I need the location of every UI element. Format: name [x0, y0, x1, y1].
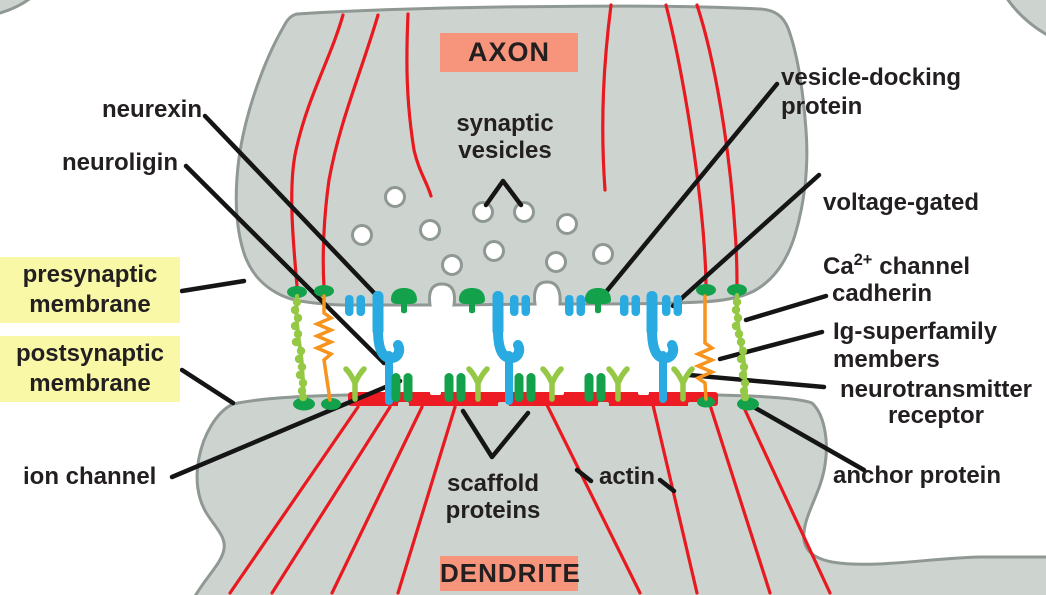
synaptic-vesicle [592, 243, 614, 265]
neurotransmitter-receptors [343, 366, 695, 402]
synaptic-vesicle [441, 254, 463, 276]
vesicle-docking-protein-shape [459, 288, 485, 314]
leader-synaptic-vesicles [483, 178, 524, 208]
corner-cell-top-right [1006, 0, 1046, 36]
neurexin-protein [492, 291, 504, 336]
postsynaptic-membrane-label: postsynaptic membrane [0, 336, 180, 402]
dendrite [194, 393, 1046, 595]
ion-channel-shape [514, 373, 536, 402]
neurexin-protein [372, 291, 384, 336]
axon-actin-filaments [290, 3, 739, 289]
ca-channel [620, 295, 640, 316]
ca-channel [662, 295, 682, 316]
actin-label: actin [598, 463, 655, 490]
axon-label: AXON [440, 33, 578, 72]
neurotransmitter-receptor-shape [540, 366, 564, 402]
synaptic-vesicle [351, 224, 373, 246]
leader-actin-right-dash [657, 477, 677, 494]
leader-neurotransmitter-receptor [686, 372, 827, 390]
neurexin-label: neurexin [101, 96, 202, 123]
ca-charge-superscript: 2+ [853, 251, 873, 269]
synaptic-vesicle [483, 240, 505, 262]
corner-cell-top-left [0, 0, 31, 15]
leader-vesicle-docking [598, 81, 780, 301]
vesicle-docking-protein-label: vesicle-docking protein [781, 64, 962, 120]
ca-symbol: Ca [823, 253, 854, 280]
leader-ig-superfamily [717, 329, 825, 362]
ca-channel [345, 295, 365, 316]
leader-presynaptic-membrane [179, 278, 247, 294]
leader-neurexin [202, 113, 381, 300]
leader-scaffold-proteins [460, 408, 531, 460]
synaptic-vesicle [419, 219, 441, 241]
anchor-protein-ellipse [287, 286, 307, 298]
leader-actin-left-dash [574, 467, 594, 484]
dendrite-label: DENDRITE [440, 556, 580, 591]
synaptic-vesicles-label: synaptic vesicles [456, 110, 554, 164]
ion-channel-shape [391, 373, 413, 402]
neurexin-protein [646, 291, 658, 336]
scaffold-proteins-label: scaffold proteins [445, 470, 541, 524]
leader-cadherin [743, 293, 829, 323]
cadherin-chain-right [731, 293, 750, 402]
synaptic-vesicle [472, 201, 494, 223]
dendrite-actin-filaments [228, 403, 832, 595]
anchor-protein-ellipse [293, 397, 315, 411]
ion-channel-label: ion channel [23, 463, 157, 490]
anchor-protein-ellipse [321, 398, 341, 410]
ig-superfamily-label: Ig-superfamily members [833, 318, 998, 373]
channel-word: channel [879, 253, 970, 280]
ig-superfamily-chain-right [693, 294, 717, 401]
ig-superfamily-chain-left [312, 294, 336, 402]
cadherin-label: cadherin [832, 280, 933, 307]
ca-channel [510, 295, 530, 316]
neuroligin-label: neuroligin [62, 149, 178, 176]
synaptic-vesicle [384, 186, 406, 208]
presynaptic-membrane-label: presynaptic membrane [0, 257, 180, 323]
anchor-protein-label: anchor protein [833, 462, 1002, 489]
cadherin-chain-left [290, 294, 308, 402]
neurexin-neuroligin-complexes [372, 291, 679, 405]
neurotransmitter-receptor-shape [466, 366, 490, 402]
anchor-protein-ellipse [727, 284, 747, 296]
calcium-channels [345, 295, 682, 316]
synaptic-vesicle [513, 201, 535, 223]
leader-lines [169, 81, 867, 494]
vesicle-docking-proteins [391, 288, 611, 314]
ion-channel-shape [444, 373, 466, 402]
anchor-protein-ellipse [696, 284, 716, 296]
leader-ca-channel [670, 172, 822, 309]
synaptic-vesicle [545, 251, 567, 273]
ca-channel [565, 295, 585, 316]
neurexin-neuroligin-complex [372, 291, 405, 405]
synaptic-vesicles [351, 186, 614, 276]
vesicle-docking-protein-shape [391, 288, 417, 314]
anchor-protein-ellipse [737, 397, 759, 411]
ion-channels [391, 373, 606, 402]
anchor-protein-ellipse [697, 396, 715, 408]
neurexin-neuroligin-complex [492, 291, 525, 405]
neurotransmitter-receptor-shape [606, 366, 630, 402]
synaptic-vesicle [556, 213, 578, 235]
voltage-gated-ca-channel-label: voltage-gated Ca2+ channel [823, 159, 979, 281]
neurotransmitter-receptor-shape [343, 366, 367, 402]
anchor-protein-ellipse [314, 285, 334, 297]
voltage-gated-line1: voltage-gated [823, 189, 980, 216]
leader-neuroligin [183, 163, 387, 366]
vesicle-docking-protein-shape [585, 288, 611, 314]
leader-postsynaptic-membrane [179, 367, 236, 406]
leader-anchor-protein [749, 403, 867, 473]
ion-channel-shape [584, 373, 606, 402]
neurexin-neuroligin-complex [646, 291, 679, 403]
anchor-proteins [287, 284, 759, 411]
neurotransmitter-receptor-label: neurotransmitter receptor [839, 376, 1033, 429]
leader-ion-channel [169, 378, 403, 480]
neurotransmitter-receptor-shape [671, 366, 695, 402]
